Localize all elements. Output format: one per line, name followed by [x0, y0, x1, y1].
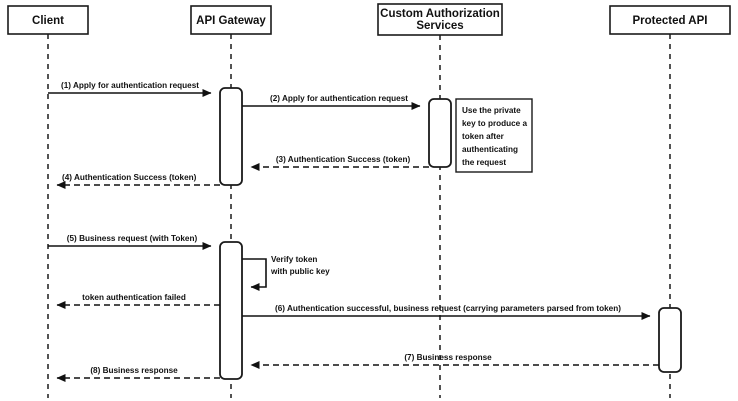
- actor-header-client[interactable]: Client: [7, 5, 89, 35]
- message-self-verify-token[interactable]: Verify token with public key: [242, 255, 330, 291]
- activation-bar-protected-api: [658, 307, 682, 373]
- message-4[interactable]: (4) Authentication Success (token): [56, 173, 220, 189]
- activation-bar-api-gateway-business: [219, 241, 243, 380]
- note-private-key-line-3: token after: [462, 132, 505, 141]
- note-private-key-line-1: Use the private: [462, 106, 521, 115]
- message-6-label: (6) Authentication successful, business …: [275, 304, 621, 313]
- message-5[interactable]: (5) Business request (with Token): [48, 234, 212, 250]
- message-1[interactable]: (1) Apply for authentication request: [48, 81, 212, 97]
- message-token-authentication-failed[interactable]: token authentication failed: [56, 293, 220, 309]
- actor-label-client: Client: [32, 15, 64, 27]
- actor-header-custom-authorization-services[interactable]: Custom Authorization Services: [377, 3, 503, 36]
- message-6[interactable]: (6) Authentication successful, business …: [242, 304, 651, 320]
- message-8[interactable]: (8) Business response: [56, 366, 220, 382]
- message-1-label: (1) Apply for authentication request: [61, 81, 199, 90]
- actor-box-protected-api[interactable]: [609, 5, 731, 35]
- activation-bar-custom-authorization-services: [428, 98, 452, 168]
- message-8-label: (8) Business response: [90, 366, 178, 375]
- activation-bar-api-gateway-auth: [219, 87, 243, 186]
- actor-header-api-gateway[interactable]: API Gateway: [190, 5, 272, 35]
- message-5-label: (5) Business request (with Token): [67, 234, 198, 243]
- note-private-key-line-2: key to produce a: [462, 119, 528, 128]
- message-self-verify-token-arrow: [242, 258, 267, 291]
- note-private-key: Use the private key to produce a token a…: [455, 98, 533, 173]
- actor-label-protected-api: Protected API: [633, 15, 708, 27]
- message-2-label: (2) Apply for authentication request: [270, 94, 408, 103]
- note-private-key-line-4: authenticating: [462, 145, 518, 154]
- actor-label-api-gateway: API Gateway: [196, 15, 266, 27]
- note-private-key-box: [455, 98, 533, 173]
- note-private-key-line-5: the request: [462, 158, 506, 167]
- message-2[interactable]: (2) Apply for authentication request: [242, 94, 421, 110]
- actor-label-custom-authorization-services-line1: Custom Authorization: [380, 8, 500, 20]
- actor-header-protected-api[interactable]: Protected API: [609, 5, 731, 35]
- message-4-label: (4) Authentication Success (token): [62, 173, 197, 182]
- message-7[interactable]: (7) Business response: [250, 353, 659, 369]
- message-3-label: (3) Authentication Success (token): [276, 155, 411, 164]
- message-self-verify-token-label-line2: with public key: [270, 267, 330, 276]
- message-7-label: (7) Business response: [404, 353, 492, 362]
- message-3[interactable]: (3) Authentication Success (token): [250, 155, 429, 171]
- actor-label-custom-authorization-services-line2: Services: [416, 20, 463, 32]
- message-token-authentication-failed-label: token authentication failed: [82, 293, 186, 302]
- message-self-verify-token-label-line1: Verify token: [271, 255, 317, 264]
